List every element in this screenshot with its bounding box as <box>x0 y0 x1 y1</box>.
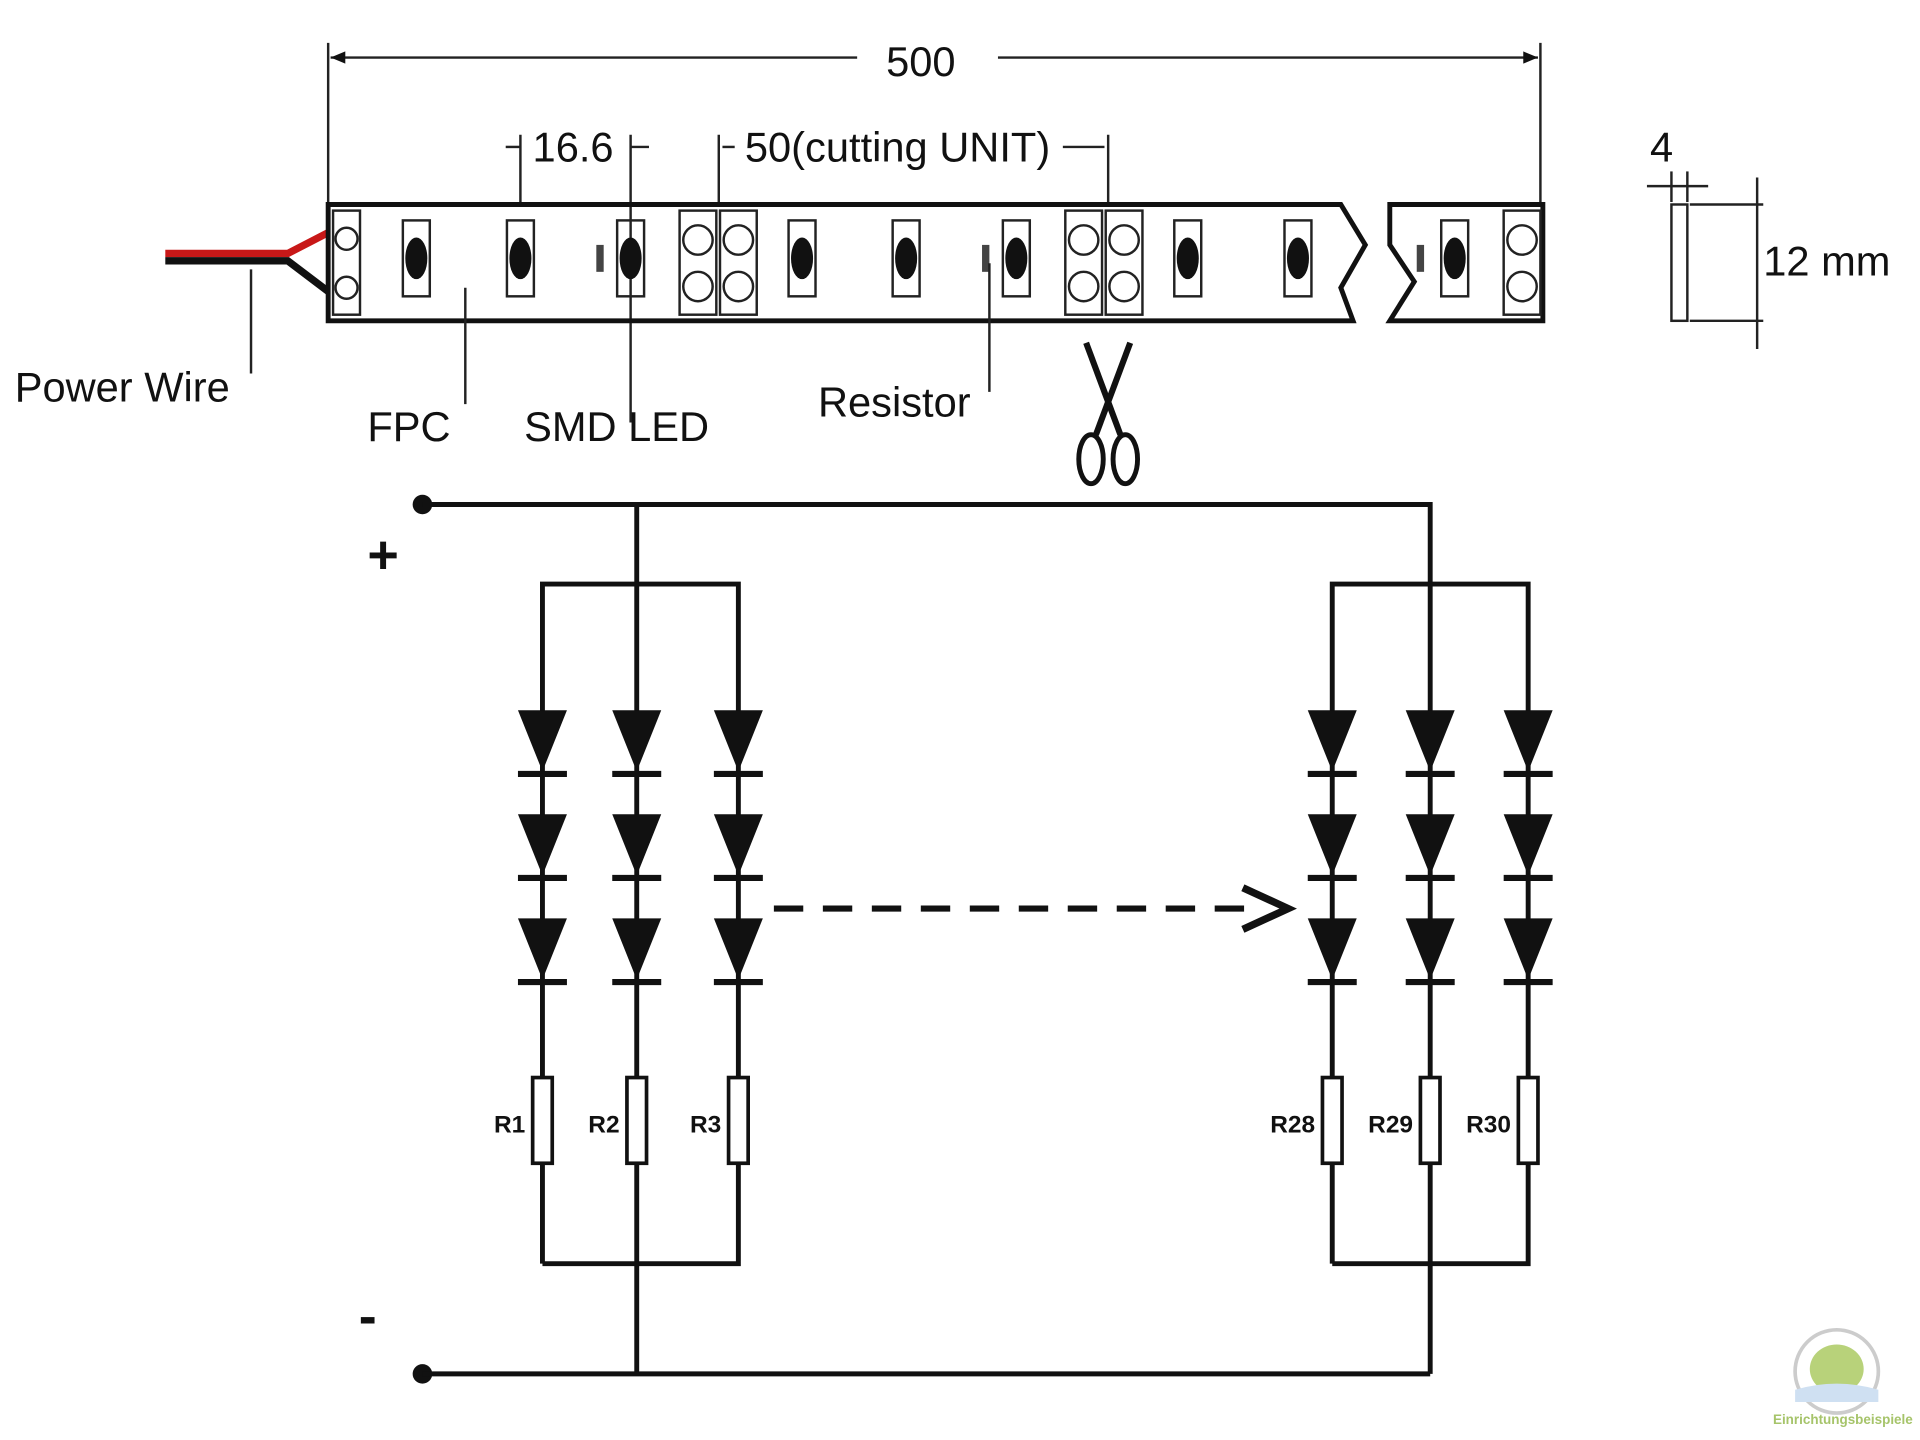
arrow-head <box>1241 884 1297 933</box>
smd-led-label: SMD LED <box>524 403 709 450</box>
smd-led <box>1440 219 1470 298</box>
smd-led <box>1173 219 1203 298</box>
resistor-icon <box>1516 1075 1540 1166</box>
resistor-icon <box>1418 1075 1442 1166</box>
resistor-icon <box>726 1075 750 1166</box>
led-diode-icon <box>612 814 662 876</box>
led-diode-icon <box>1307 710 1357 772</box>
circuit-schematic: + - R1 R2 R3 R28 R29 R30 <box>359 494 1553 1384</box>
side-view: 4 12 mm <box>1646 124 1890 349</box>
pad-circle <box>334 275 359 300</box>
pad-circle <box>1108 224 1140 256</box>
resistor-label: Resistor <box>818 378 971 425</box>
pad-circle <box>1067 270 1100 303</box>
resistor-label-r30: R30 <box>1466 1112 1511 1139</box>
smd-led <box>505 219 536 298</box>
resistor-icon <box>625 1075 649 1166</box>
led-diode-icon <box>1405 710 1455 772</box>
led-diode-icon <box>517 814 567 876</box>
solder-pad <box>1064 209 1104 316</box>
solder-pad <box>1104 209 1144 316</box>
solder-pad <box>718 209 758 316</box>
led-diode-icon <box>713 814 763 876</box>
power-wire-label: Power Wire <box>15 364 230 411</box>
total-length-dimension: 500 <box>326 38 1542 203</box>
solder-pad <box>331 209 362 316</box>
smd-led <box>615 219 646 298</box>
led-diode-icon <box>612 918 662 980</box>
resistor-icon <box>1320 1075 1344 1166</box>
power-wire <box>165 229 331 374</box>
svg-text:50(cutting UNIT): 50(cutting UNIT) <box>745 124 1050 171</box>
resistor-label-r3: R3 <box>690 1112 721 1139</box>
solder-pad <box>678 209 718 316</box>
svg-text:Einrichtungsbeispiele: Einrichtungsbeispiele <box>1773 1412 1913 1427</box>
svg-text:4: 4 <box>1650 124 1673 171</box>
smd-led <box>1283 219 1313 298</box>
pad-circle <box>722 270 755 303</box>
led-die <box>405 237 428 280</box>
led-diode-icon <box>1503 918 1553 980</box>
resistor-chip <box>1416 244 1425 272</box>
led-die <box>895 237 918 280</box>
smd-led <box>891 219 921 298</box>
resistor-label-r28: R28 <box>1270 1112 1315 1139</box>
led-diode-icon <box>1503 710 1553 772</box>
led-diode-icon <box>1503 814 1553 876</box>
resistor-icon <box>530 1075 555 1166</box>
cutting-unit-dimension: 50(cutting UNIT) <box>717 124 1110 206</box>
solder-pad <box>1502 209 1542 316</box>
led-die <box>1443 237 1466 280</box>
led-strip <box>325 202 1546 324</box>
led-diode-icon <box>1405 814 1455 876</box>
led-die <box>791 237 814 280</box>
led-diode-icon <box>612 710 662 772</box>
pad-circle <box>1108 270 1140 303</box>
pad-circle <box>722 224 755 256</box>
pad-circle <box>1506 270 1538 303</box>
pad-circle <box>1506 224 1538 256</box>
resistor-chip <box>596 244 604 272</box>
total-length-label: 500 <box>886 38 955 85</box>
led-diode-icon <box>517 710 567 772</box>
smd-led <box>787 219 817 298</box>
minus-label: - <box>359 1287 377 1347</box>
scissors-icon <box>1076 341 1140 487</box>
led-die <box>1286 237 1309 280</box>
led-diode-icon <box>1307 814 1357 876</box>
resistor-label-r29: R29 <box>1368 1112 1413 1139</box>
smd-led <box>401 219 432 298</box>
led-diode-icon <box>517 918 567 980</box>
svg-text:12 mm: 12 mm <box>1763 238 1890 285</box>
pad-circle <box>1067 224 1100 256</box>
resistor-chip <box>982 244 990 272</box>
resistor-label-r2: R2 <box>588 1112 619 1139</box>
led-diode-icon <box>713 918 763 980</box>
led-diode-icon <box>1405 918 1455 980</box>
led-die <box>509 237 532 280</box>
led-die <box>1005 237 1028 280</box>
resistor-label-r1: R1 <box>494 1112 525 1139</box>
smd-led <box>1001 219 1032 298</box>
watermark-logo: Einrichtungsbeispiele <box>1773 1327 1913 1427</box>
branch-bus <box>540 581 741 1267</box>
pad-circle <box>682 224 714 256</box>
led-diode-icon <box>1307 918 1357 980</box>
led-die <box>1176 237 1199 280</box>
branch-bus <box>1329 581 1531 1267</box>
led-die <box>619 237 642 280</box>
plus-label: + <box>367 525 398 585</box>
led-diode-icon <box>713 710 763 772</box>
pad-circle <box>334 226 359 252</box>
fpc-label: FPC <box>367 403 450 450</box>
svg-text:16.6: 16.6 <box>533 124 614 171</box>
pad-circle <box>682 270 714 303</box>
